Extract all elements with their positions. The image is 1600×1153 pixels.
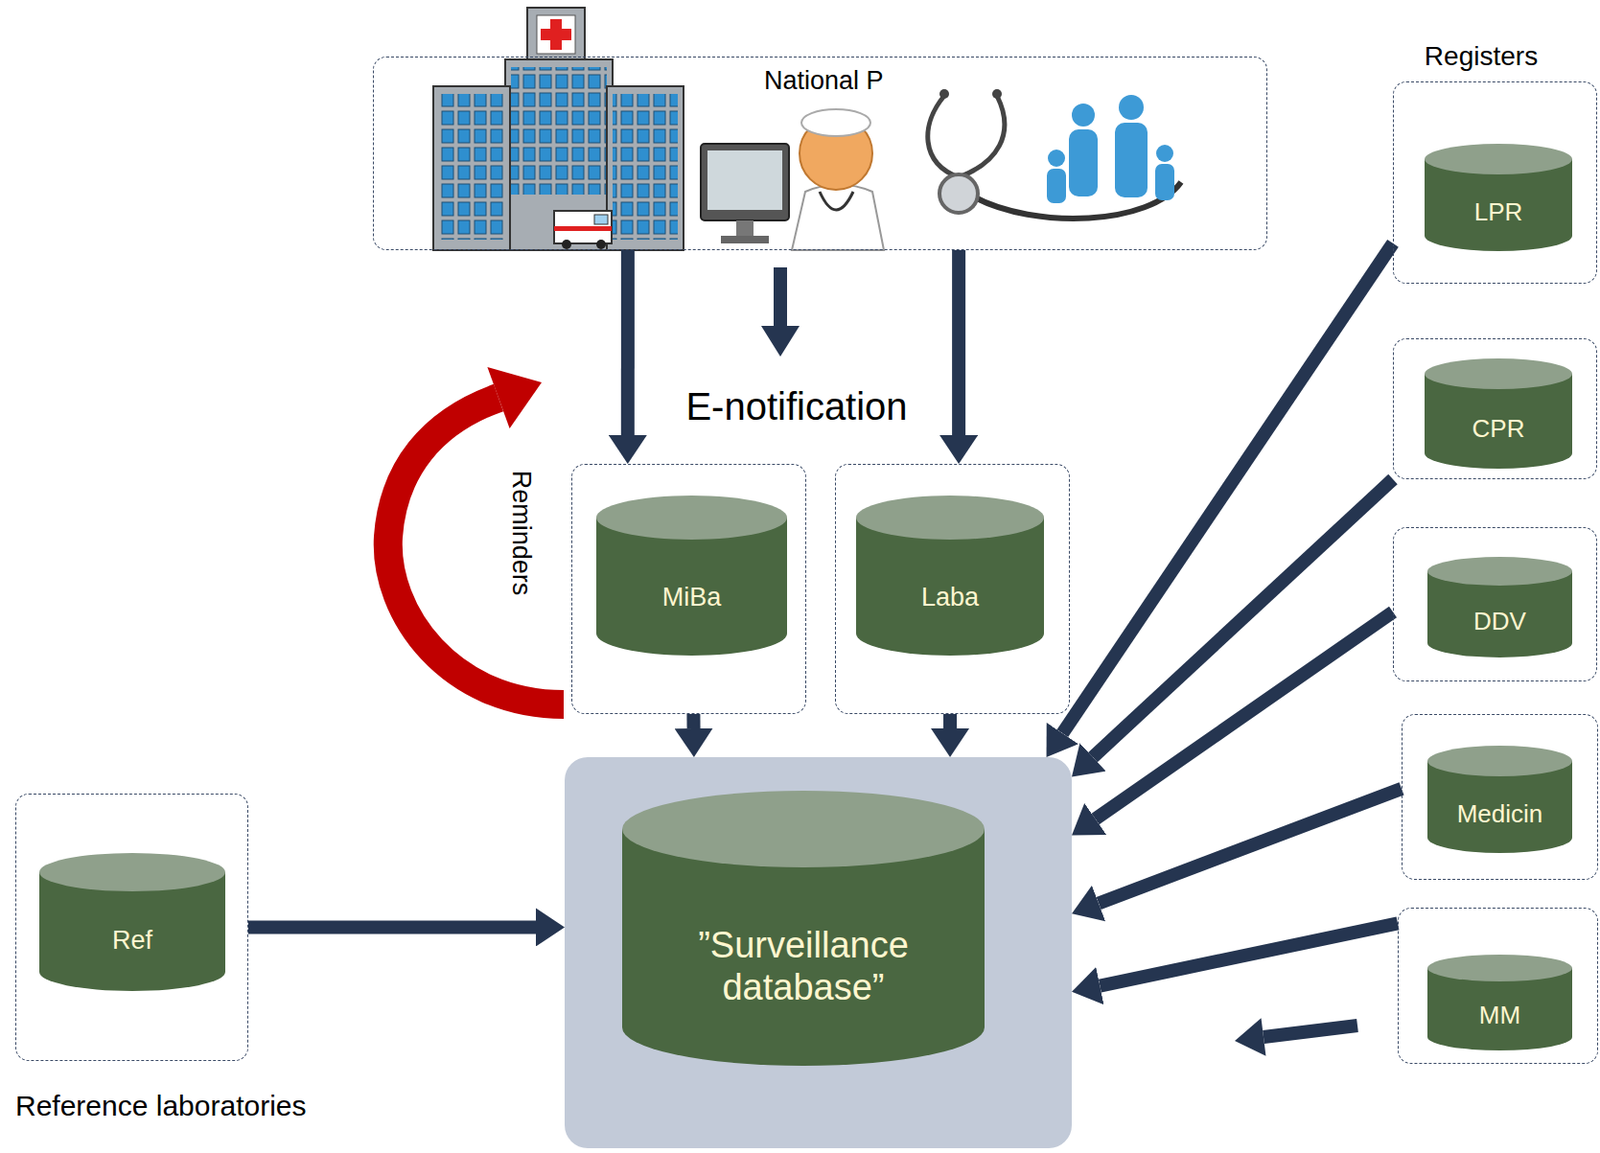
group-heading: Reference laboratories <box>15 1089 307 1124</box>
cylinder-top <box>1424 358 1573 390</box>
database-name: Ref <box>48 926 216 956</box>
flow-arrow <box>1098 788 1402 905</box>
flow-arrow <box>248 920 536 934</box>
database-name: ”Surveillance database” <box>631 925 975 1009</box>
database-name: DDV <box>1437 607 1563 637</box>
cylinder-top <box>1427 745 1573 777</box>
group-title: National P <box>761 66 887 96</box>
cylinder-shape <box>596 495 788 656</box>
cylinder-top <box>1427 556 1573 586</box>
cylinder-shape <box>1427 745 1573 854</box>
database-name: Medicin <box>1437 800 1563 830</box>
cylinder-shape <box>1424 143 1573 252</box>
flow-arrow <box>1099 923 1398 986</box>
register-box: LPR <box>1392 81 1598 284</box>
reporter-group: National P <box>372 56 1268 251</box>
cylinder-top <box>596 495 788 540</box>
cylinder-top <box>622 790 985 868</box>
flow-arrow <box>621 250 635 436</box>
register-box: DDV <box>1392 527 1598 682</box>
doctor-icon <box>700 109 884 251</box>
flow-label: E-notification <box>685 384 907 429</box>
flow-label: Reminders <box>505 470 535 597</box>
arrow-stub <box>761 267 800 357</box>
reminder-arrow <box>388 367 564 705</box>
arrow-stub <box>1234 1018 1358 1057</box>
database-name: CPR <box>1434 415 1563 444</box>
family-icon <box>927 89 1182 219</box>
database-name: LPR <box>1434 198 1563 228</box>
reference-box: Ref <box>15 793 249 1062</box>
flow-arrow <box>943 714 957 729</box>
flow-arrow <box>951 250 966 436</box>
register-box: MM <box>1397 907 1599 1065</box>
register-box: Medicin <box>1401 714 1599 881</box>
flow-arrow <box>1062 243 1393 734</box>
cylinder-shape <box>1424 358 1573 469</box>
group-heading: Registers <box>1424 41 1538 72</box>
cylinder-top <box>1424 143 1573 175</box>
cylinder-top <box>39 853 226 892</box>
cylinder-shape <box>39 853 226 992</box>
register-box: CPR <box>1392 338 1598 480</box>
cylinder-top <box>856 495 1044 540</box>
flow-arrow <box>686 714 700 729</box>
surveillance-panel: ”Surveillance database” <box>564 757 1072 1149</box>
database-box: MiBa <box>571 463 807 715</box>
hospital-icon <box>433 7 684 251</box>
flow-arrow <box>1095 612 1393 820</box>
database-box: Laba <box>834 463 1070 715</box>
database-name: Laba <box>865 582 1035 613</box>
cylinder-shape <box>856 495 1044 656</box>
database-name: MM <box>1437 1001 1563 1031</box>
database-name: MiBa <box>605 582 778 613</box>
cylinder-top <box>1427 954 1573 982</box>
